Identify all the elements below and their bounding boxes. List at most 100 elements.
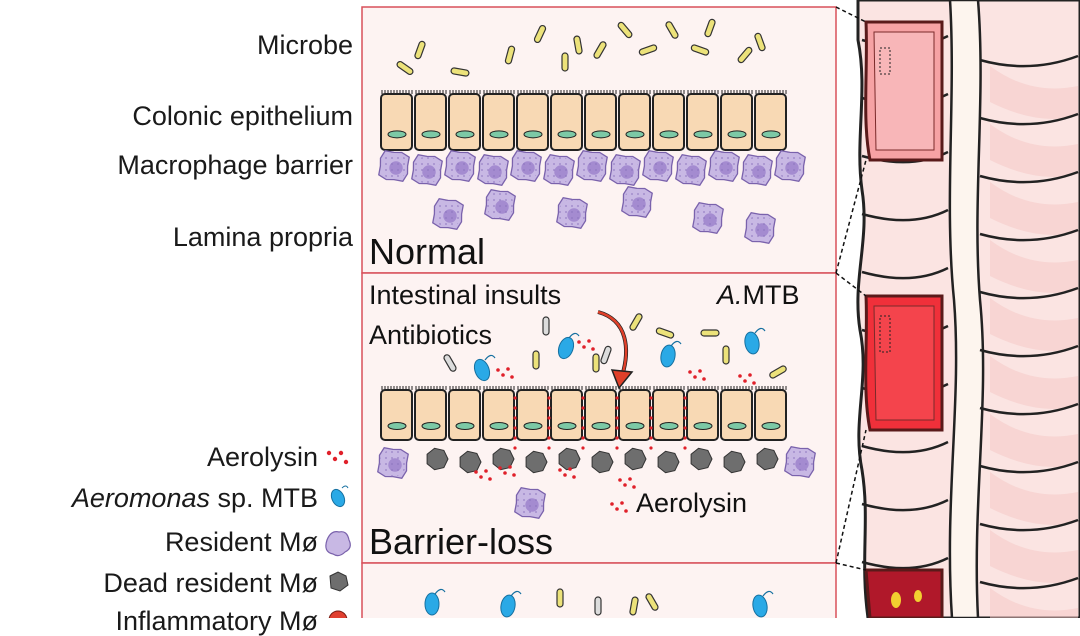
aerolysin-dot xyxy=(498,466,502,470)
haustra-shade xyxy=(990,356,1078,409)
cell-nucleus xyxy=(557,130,577,139)
brush-border xyxy=(517,90,549,94)
microbe xyxy=(638,44,658,56)
epithelial-cell xyxy=(414,93,447,151)
microbe xyxy=(594,596,602,616)
dead-macrophage xyxy=(426,447,449,471)
aeromonas-bacterium xyxy=(660,344,676,368)
aerolysin-dot xyxy=(510,375,514,379)
aerolysin-dot xyxy=(587,339,591,343)
epithelial-cell xyxy=(686,389,719,441)
microbe xyxy=(737,46,753,64)
aerolysin-dot xyxy=(618,478,622,482)
insult-arrowhead xyxy=(610,369,634,390)
aerolysin-dot xyxy=(581,436,585,440)
epithelial-cell xyxy=(618,93,651,151)
aerolysin-dot xyxy=(512,473,516,477)
brush-border xyxy=(517,386,549,390)
panel-title-barrier-loss: Barrier-loss xyxy=(369,521,554,562)
aerolysin-dot xyxy=(513,426,517,430)
legend-aeromonas-rest: sp. MTB xyxy=(209,483,318,513)
colonic-epithelium-normal xyxy=(380,90,787,151)
aerolysin-dot xyxy=(503,471,507,475)
aerolysin-dot xyxy=(624,509,628,513)
aerolysin-dot xyxy=(506,367,510,371)
aerolysin-dot xyxy=(683,436,687,440)
macrophage-granules xyxy=(746,214,774,242)
brush-border xyxy=(653,386,685,390)
microbe xyxy=(542,316,550,336)
aerolysin-dot xyxy=(693,375,697,379)
brush-border xyxy=(653,90,685,94)
dead-macrophage xyxy=(591,450,614,474)
aerolysin-dot xyxy=(748,373,752,377)
aerolysin-dot xyxy=(479,475,483,479)
legend-aeromonas: Aeromonas sp. MTB xyxy=(72,485,318,512)
cell-nucleus xyxy=(523,422,543,430)
label-colonic-epithelium: Colonic epithelium xyxy=(132,101,353,131)
cell-nucleus xyxy=(455,422,475,430)
aerolysin-dot xyxy=(501,373,505,377)
flagellum xyxy=(510,590,522,597)
microbe xyxy=(617,21,633,39)
aerolysin-dot xyxy=(547,446,551,450)
aerolysin-dot xyxy=(615,446,619,450)
haustra-shade xyxy=(990,472,1078,525)
colon-haustra xyxy=(861,34,1079,618)
aerolysin-dot xyxy=(683,446,687,450)
legend-dead-resident: Dead resident Mø xyxy=(103,568,318,598)
cell-nucleus xyxy=(761,422,781,430)
aerolysin-dots xyxy=(474,339,756,513)
aerolysin-dot xyxy=(615,406,619,410)
brush-border xyxy=(415,90,447,94)
macrophage-granules xyxy=(446,152,474,180)
haustra-fold-right xyxy=(979,286,1079,300)
flagellum xyxy=(754,327,766,334)
aerolysin-dot xyxy=(577,340,581,344)
aerolysin-dot xyxy=(632,485,636,489)
aerolysin-dot xyxy=(513,406,517,410)
macrophage-granules xyxy=(413,156,441,184)
haustra-fold-right xyxy=(979,54,1079,68)
macrophage-granules xyxy=(578,152,606,180)
brush-border xyxy=(483,386,515,390)
flagellum xyxy=(484,354,496,361)
haustra-fold-left xyxy=(861,208,949,222)
dead-macrophage xyxy=(558,447,581,471)
dead-macrophage xyxy=(723,450,746,474)
dead-macrophage xyxy=(459,450,482,474)
label-lamina-propria: Lamina propria xyxy=(172,222,353,252)
aeromonas-bacterium xyxy=(473,358,491,382)
aerolysin-dot xyxy=(513,436,517,440)
aerolysin-dot xyxy=(513,416,517,420)
cell-nucleus xyxy=(727,130,747,139)
macrophage-granules xyxy=(611,156,639,184)
macrophage-granules xyxy=(380,152,408,180)
epithelial-cell xyxy=(550,389,583,441)
label-microbe: Microbe xyxy=(256,30,353,60)
haustra-shade xyxy=(990,66,1078,119)
microbe xyxy=(629,313,643,331)
haustra-shade xyxy=(990,414,1078,467)
label-amtb-italic: A. xyxy=(717,280,743,310)
microbe xyxy=(655,327,675,339)
dead-macrophage xyxy=(690,447,713,471)
epithelial-cell xyxy=(380,389,413,441)
haustra-shade xyxy=(990,240,1078,293)
brush-border xyxy=(381,90,413,94)
label-intestinal-insults: Intestinal insults xyxy=(369,280,562,310)
haustra-fold-left xyxy=(861,498,949,512)
cell-nucleus xyxy=(455,130,475,139)
aerolysin-dot xyxy=(474,470,478,474)
dead-macrophage xyxy=(525,450,548,474)
flagellum xyxy=(762,590,774,597)
microbe xyxy=(504,45,516,65)
cell-nucleus xyxy=(659,130,679,139)
aerolysin-dot xyxy=(649,406,653,410)
aerolysin-dot xyxy=(615,416,619,420)
aerolysin-dot xyxy=(513,396,517,400)
panel-third-microbes xyxy=(424,588,774,618)
legend-aeromonas-italic: Aeromonas xyxy=(71,483,210,513)
brush-border xyxy=(381,386,413,390)
dead-macrophage xyxy=(657,450,680,474)
